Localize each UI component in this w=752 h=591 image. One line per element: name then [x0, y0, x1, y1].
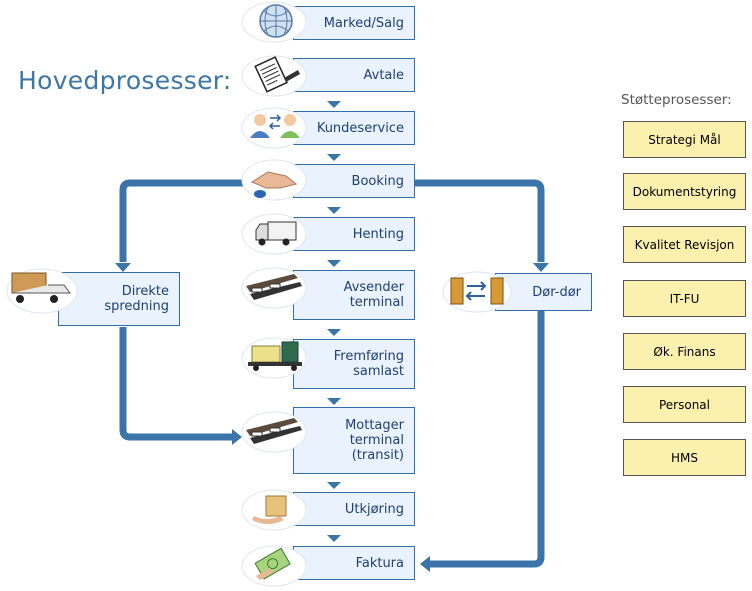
- support-processes-heading: Støtteprosesser:: [621, 92, 732, 108]
- step-utkjoring[interactable]: Utkjøring: [293, 492, 415, 526]
- left-return-arrow: [119, 327, 232, 441]
- parcel-delivery-icon: [241, 489, 307, 531]
- support-kvalitet-revisjon[interactable]: Kvalitet Revisjon: [623, 226, 746, 263]
- terminal-icon: [241, 267, 307, 309]
- step-mottager-terminal[interactable]: Mottager terminal (transit): [293, 407, 415, 474]
- step-faktura[interactable]: Faktura: [293, 546, 415, 580]
- step-avtale[interactable]: Avtale: [293, 58, 415, 92]
- handshake-icon: [241, 159, 307, 201]
- terminal-icon: [241, 411, 307, 453]
- support-ok-finans[interactable]: Øk. Finans: [623, 333, 746, 370]
- step-marked-salg[interactable]: Marked/Salg: [293, 6, 415, 40]
- support-dokumentstyring[interactable]: Dokumentstyring: [623, 173, 746, 210]
- right-loop-arrow: [415, 179, 545, 262]
- step-arrows: [327, 101, 341, 542]
- support-personal[interactable]: Personal: [623, 386, 746, 423]
- support-hms[interactable]: HMS: [623, 439, 746, 476]
- people-exchange-icon: [241, 107, 307, 149]
- truck-icon: [241, 213, 307, 255]
- main-processes-heading: Hovedprosesser:: [18, 66, 232, 95]
- branch-direkte-spredning[interactable]: Direkte spredning: [58, 272, 180, 326]
- support-it-fu[interactable]: IT-FU: [623, 280, 746, 317]
- step-avsender-terminal[interactable]: Avsender terminal: [293, 270, 415, 320]
- doors-exchange-icon: [442, 271, 512, 313]
- step-henting[interactable]: Henting: [293, 217, 415, 251]
- left-loop-arrow: [119, 179, 245, 262]
- contract-icon: [241, 55, 307, 97]
- step-fremforing-samlast[interactable]: Fremføring samlast: [293, 339, 415, 389]
- step-kundeservice[interactable]: Kundeservice: [293, 111, 415, 145]
- loaded-truck-icon: [6, 268, 78, 314]
- freight-wagon-icon: [241, 337, 307, 379]
- right-return-arrow: [430, 311, 545, 568]
- money-icon: [241, 545, 307, 587]
- step-booking[interactable]: Booking: [293, 164, 415, 198]
- support-strategi-mal[interactable]: Strategi Mål: [623, 121, 746, 158]
- globe-icon: [241, 1, 307, 43]
